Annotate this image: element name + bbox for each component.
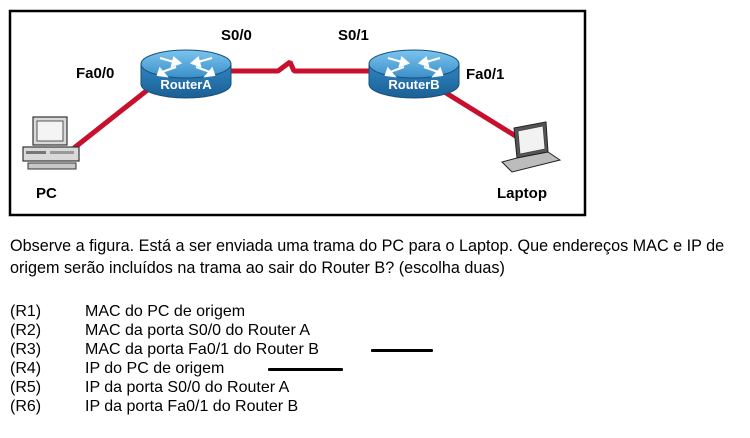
option-text: IP do PC de origem xyxy=(85,360,225,377)
pc-icon xyxy=(22,116,80,170)
option-r2: (R2) MAC da porta S0/0 do Router A xyxy=(10,321,319,340)
option-r3: (R3) MAC da porta Fa0/1 do Router B xyxy=(10,340,433,359)
option-text: MAC da porta Fa0/1 do Router B xyxy=(85,341,319,358)
iface-router-a-fa: Fa0/0 xyxy=(76,65,114,82)
router-arrows-icon xyxy=(156,56,216,78)
link-pc-routera xyxy=(72,86,152,150)
iface-router-b-fa: Fa0/1 xyxy=(466,66,504,83)
link-routerb-laptop xyxy=(436,85,524,143)
answer-mark-line xyxy=(371,349,433,352)
option-r6: (R6) IP da porta Fa0/1 do Router B xyxy=(10,397,319,416)
router-arrows-icon xyxy=(384,56,444,78)
option-r5: (R5) IP da porta S0/0 do Router A xyxy=(10,378,319,397)
host-pc-label: PC xyxy=(36,185,57,202)
option-text: IP da porta Fa0/1 do Router B xyxy=(85,398,299,415)
answer-mark-line xyxy=(268,368,343,371)
router-b: RouterB xyxy=(368,49,460,99)
option-code: (R6) xyxy=(10,398,42,415)
option-text: MAC do PC de origem xyxy=(85,303,246,320)
host-laptop-label: Laptop xyxy=(497,185,547,202)
option-code: (R4) xyxy=(10,360,42,377)
option-r4: (R4) IP do PC de origem xyxy=(10,359,343,378)
network-diagram: RouterA RouterB Fa0/0 S0/0 S0/1 Fa0/1 PC… xyxy=(8,9,587,217)
option-code: (R3) xyxy=(10,341,42,358)
question-text: Observe a figura. Está a ser enviada uma… xyxy=(10,237,725,277)
diagram-frame xyxy=(8,9,587,217)
iface-router-a-serial: S0/0 xyxy=(221,27,252,44)
laptop-icon xyxy=(501,121,562,173)
router-b-label: RouterB xyxy=(388,77,439,92)
iface-router-b-serial: S0/1 xyxy=(338,27,369,44)
option-code: (R1) xyxy=(10,303,42,320)
answer-options: (R1) MAC do PC de origem (R2) MAC da porta… xyxy=(10,302,433,416)
option-code: (R2) xyxy=(10,322,42,339)
option-text: IP da porta S0/0 do Router A xyxy=(85,379,290,396)
router-a-label: RouterA xyxy=(160,77,212,92)
link-serial xyxy=(222,60,369,74)
option-code: (R5) xyxy=(10,379,42,396)
option-text: MAC da porta S0/0 do Router A xyxy=(85,322,311,339)
router-a: RouterA xyxy=(140,49,232,99)
option-r1: (R1) MAC do PC de origem xyxy=(10,302,319,321)
